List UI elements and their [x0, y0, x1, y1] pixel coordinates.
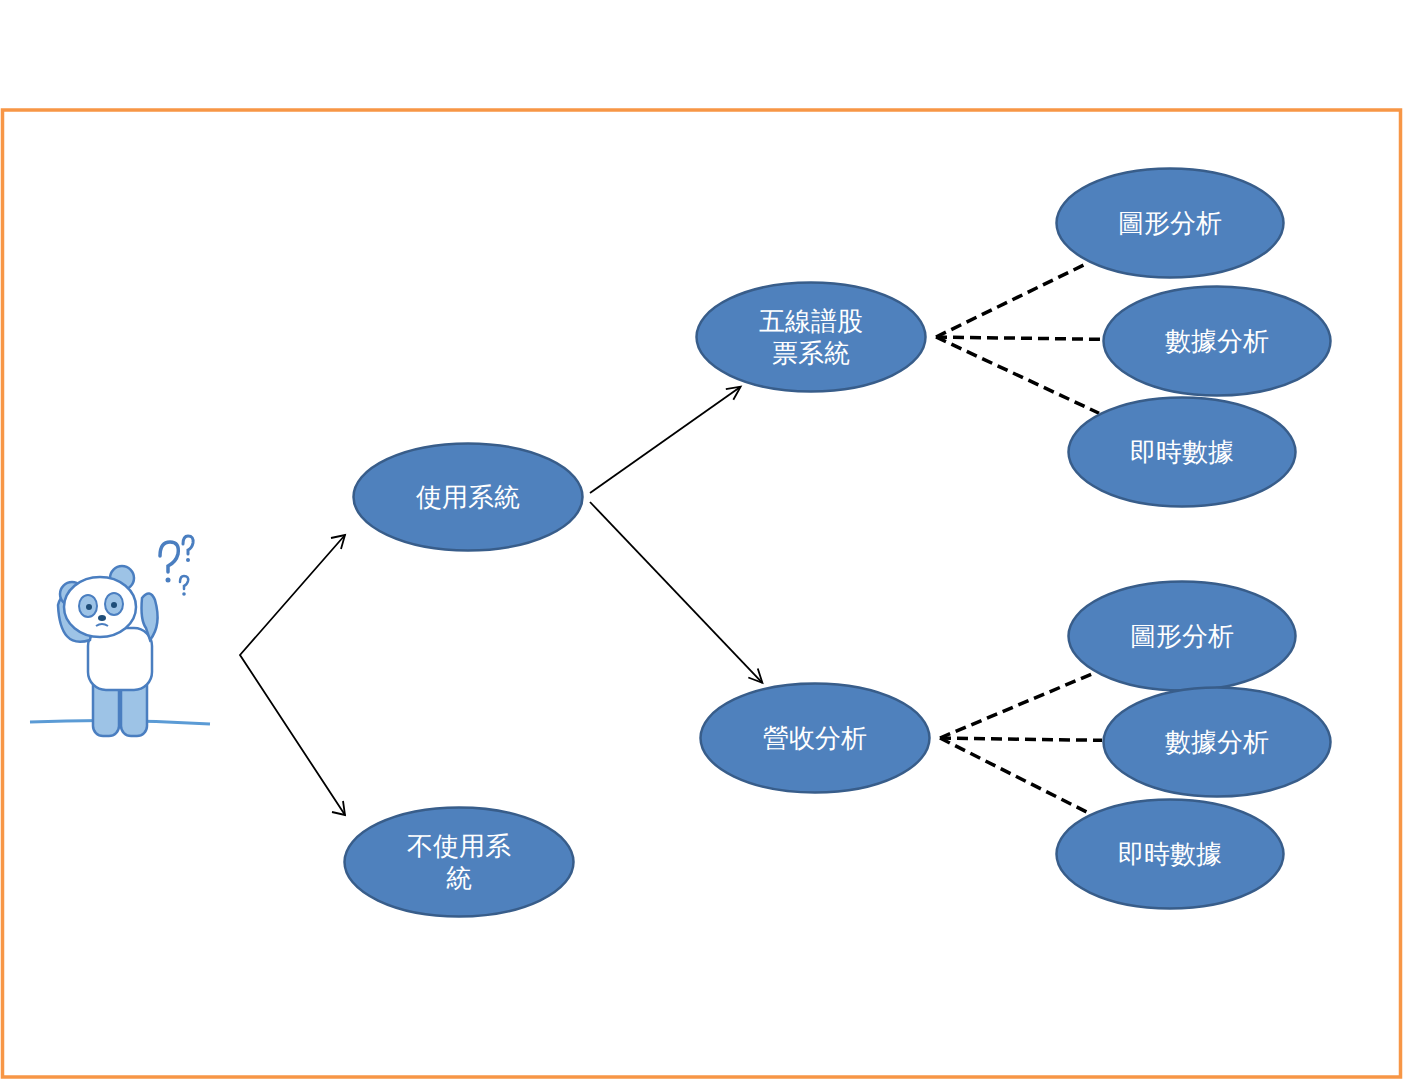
node-text-holder: 即時數據 — [1055, 798, 1285, 910]
node-text-holder: 數據分析 — [1102, 686, 1332, 798]
ellipse-node: 數據分析 — [1102, 686, 1332, 798]
node-text-holder: 五線譜股票系統 — [695, 281, 927, 393]
node-label: 圖形分析 — [1118, 207, 1222, 240]
node-text-holder: 圖形分析 — [1067, 580, 1297, 692]
dashed-connector — [940, 738, 1090, 814]
node-text-holder: 不使用系統 — [343, 806, 575, 918]
ellipse-node: 圖形分析 — [1055, 167, 1285, 279]
node-label: 營收分析 — [763, 722, 867, 755]
ellipse-node: 圖形分析 — [1067, 580, 1297, 692]
node-label: 圖形分析 — [1130, 620, 1234, 653]
ellipse-node: 使用系統 — [352, 442, 584, 552]
node-text-holder: 使用系統 — [352, 442, 584, 552]
node-label: 數據分析 — [1165, 325, 1269, 358]
arrow-connector — [590, 387, 741, 493]
node-label: 數據分析 — [1165, 726, 1269, 759]
ellipse-node: 即時數據 — [1055, 798, 1285, 910]
dashed-connector — [940, 738, 1102, 740]
ellipse-node: 數據分析 — [1102, 285, 1332, 397]
dashed-connector — [940, 673, 1095, 738]
node-label: 使用系統 — [416, 481, 520, 514]
ellipse-node: 不使用系統 — [343, 806, 575, 918]
node-label: 即時數據 — [1118, 838, 1222, 871]
node-text-holder: 圖形分析 — [1055, 167, 1285, 279]
dashed-connector — [936, 337, 1102, 339]
arrow-connector — [590, 502, 762, 683]
dashed-connector — [936, 263, 1089, 337]
node-text-holder: 營收分析 — [699, 682, 931, 794]
node-text-holder: 數據分析 — [1102, 285, 1332, 397]
ellipse-node: 營收分析 — [699, 682, 931, 794]
choice-arrows — [240, 535, 345, 815]
ellipse-outline — [695, 281, 927, 393]
ellipse-node: 五線譜股票系統 — [695, 281, 927, 393]
node-label: 五線譜股票系統 — [751, 305, 871, 370]
ellipse-node: 即時數據 — [1067, 396, 1297, 508]
dashed-connector — [936, 337, 1099, 413]
panda-figure — [30, 536, 210, 736]
frame-border — [3, 110, 1401, 1077]
node-label: 即時數據 — [1130, 436, 1234, 469]
node-label: 不使用系統 — [399, 830, 519, 895]
node-text-holder: 即時數據 — [1067, 396, 1297, 508]
ellipse-outline — [343, 806, 575, 918]
